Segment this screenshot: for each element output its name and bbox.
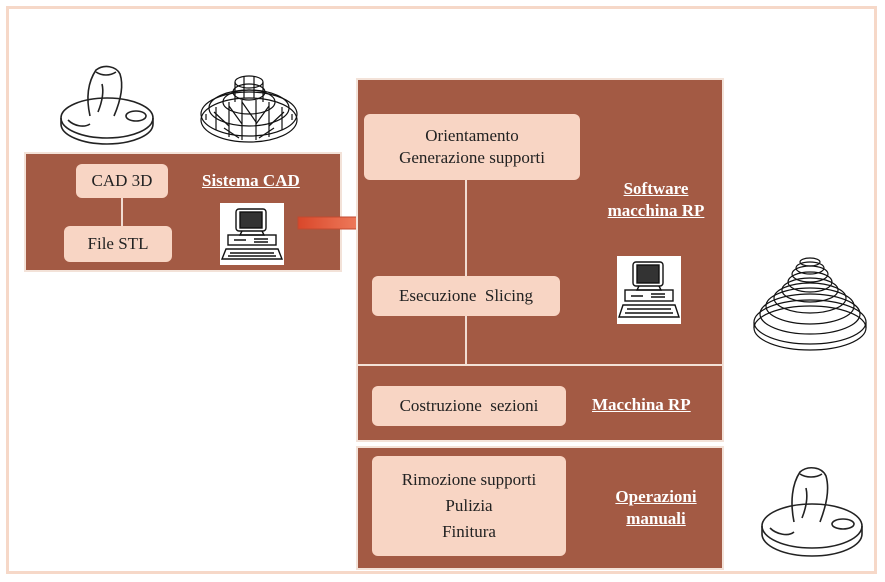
manual-operations-label-line2: manuali bbox=[626, 509, 686, 528]
supports-generation-label: Generazione supporti bbox=[399, 148, 545, 167]
rp-software-label-line2: macchina RP bbox=[607, 201, 705, 220]
slicing-label: Esecuzione Slicing bbox=[398, 286, 534, 305]
cad-system-label: Sistema CAD bbox=[202, 171, 300, 190]
supports-removal-label: Rimozione supporti bbox=[401, 470, 537, 489]
computer-icon bbox=[617, 256, 681, 324]
sections-construction-label: Costruzione sezioni bbox=[399, 396, 539, 415]
3d-part-finished-icon bbox=[761, 467, 863, 557]
connector-line bbox=[465, 316, 467, 392]
manual-operations-label-line1: Operazioni bbox=[615, 487, 697, 506]
file-stl-label: File STL bbox=[87, 234, 149, 253]
orientation-supports-box: Orientamento Generazione supporti bbox=[364, 114, 580, 180]
finishing-label: Finitura bbox=[442, 522, 496, 541]
sections-construction-box: Costruzione sezioni bbox=[372, 386, 566, 426]
3d-part-solid-icon bbox=[60, 65, 154, 145]
manual-operations-box: Rimozione supporti Pulizia Finitura bbox=[372, 456, 566, 556]
cleaning-label: Pulizia bbox=[445, 496, 493, 515]
cad-3d-box: CAD 3D bbox=[76, 164, 168, 198]
3d-part-wireframe-icon bbox=[200, 75, 298, 143]
cad-3d-label: CAD 3D bbox=[91, 171, 153, 190]
manual-operations-label: Operazioni manuali bbox=[590, 486, 722, 530]
file-stl-box: File STL bbox=[64, 226, 172, 262]
orientation-label: Orientamento bbox=[425, 126, 519, 145]
connector-line bbox=[465, 180, 467, 276]
rp-machine-label: Macchina RP bbox=[592, 395, 691, 414]
3d-part-sliced-icon bbox=[753, 257, 867, 351]
rp-software-label-line1: Software bbox=[623, 179, 689, 198]
slicing-box: Esecuzione Slicing bbox=[372, 276, 560, 316]
rp-software-label: Software macchina RP bbox=[590, 178, 722, 222]
connector-line bbox=[121, 196, 123, 226]
computer-icon bbox=[220, 203, 284, 265]
